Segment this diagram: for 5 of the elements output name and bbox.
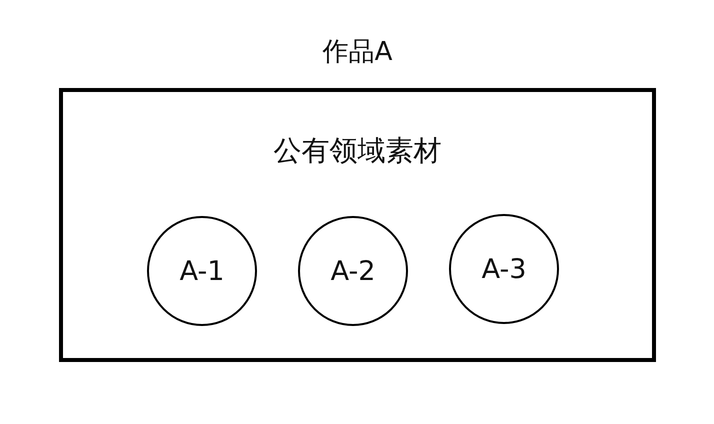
node-label: A-3	[482, 254, 526, 284]
node-label: A-1	[180, 256, 224, 286]
node-label: A-2	[330, 256, 376, 286]
box-heading: 公有领域素材	[272, 133, 442, 169]
box-title: 作品A	[322, 36, 394, 69]
